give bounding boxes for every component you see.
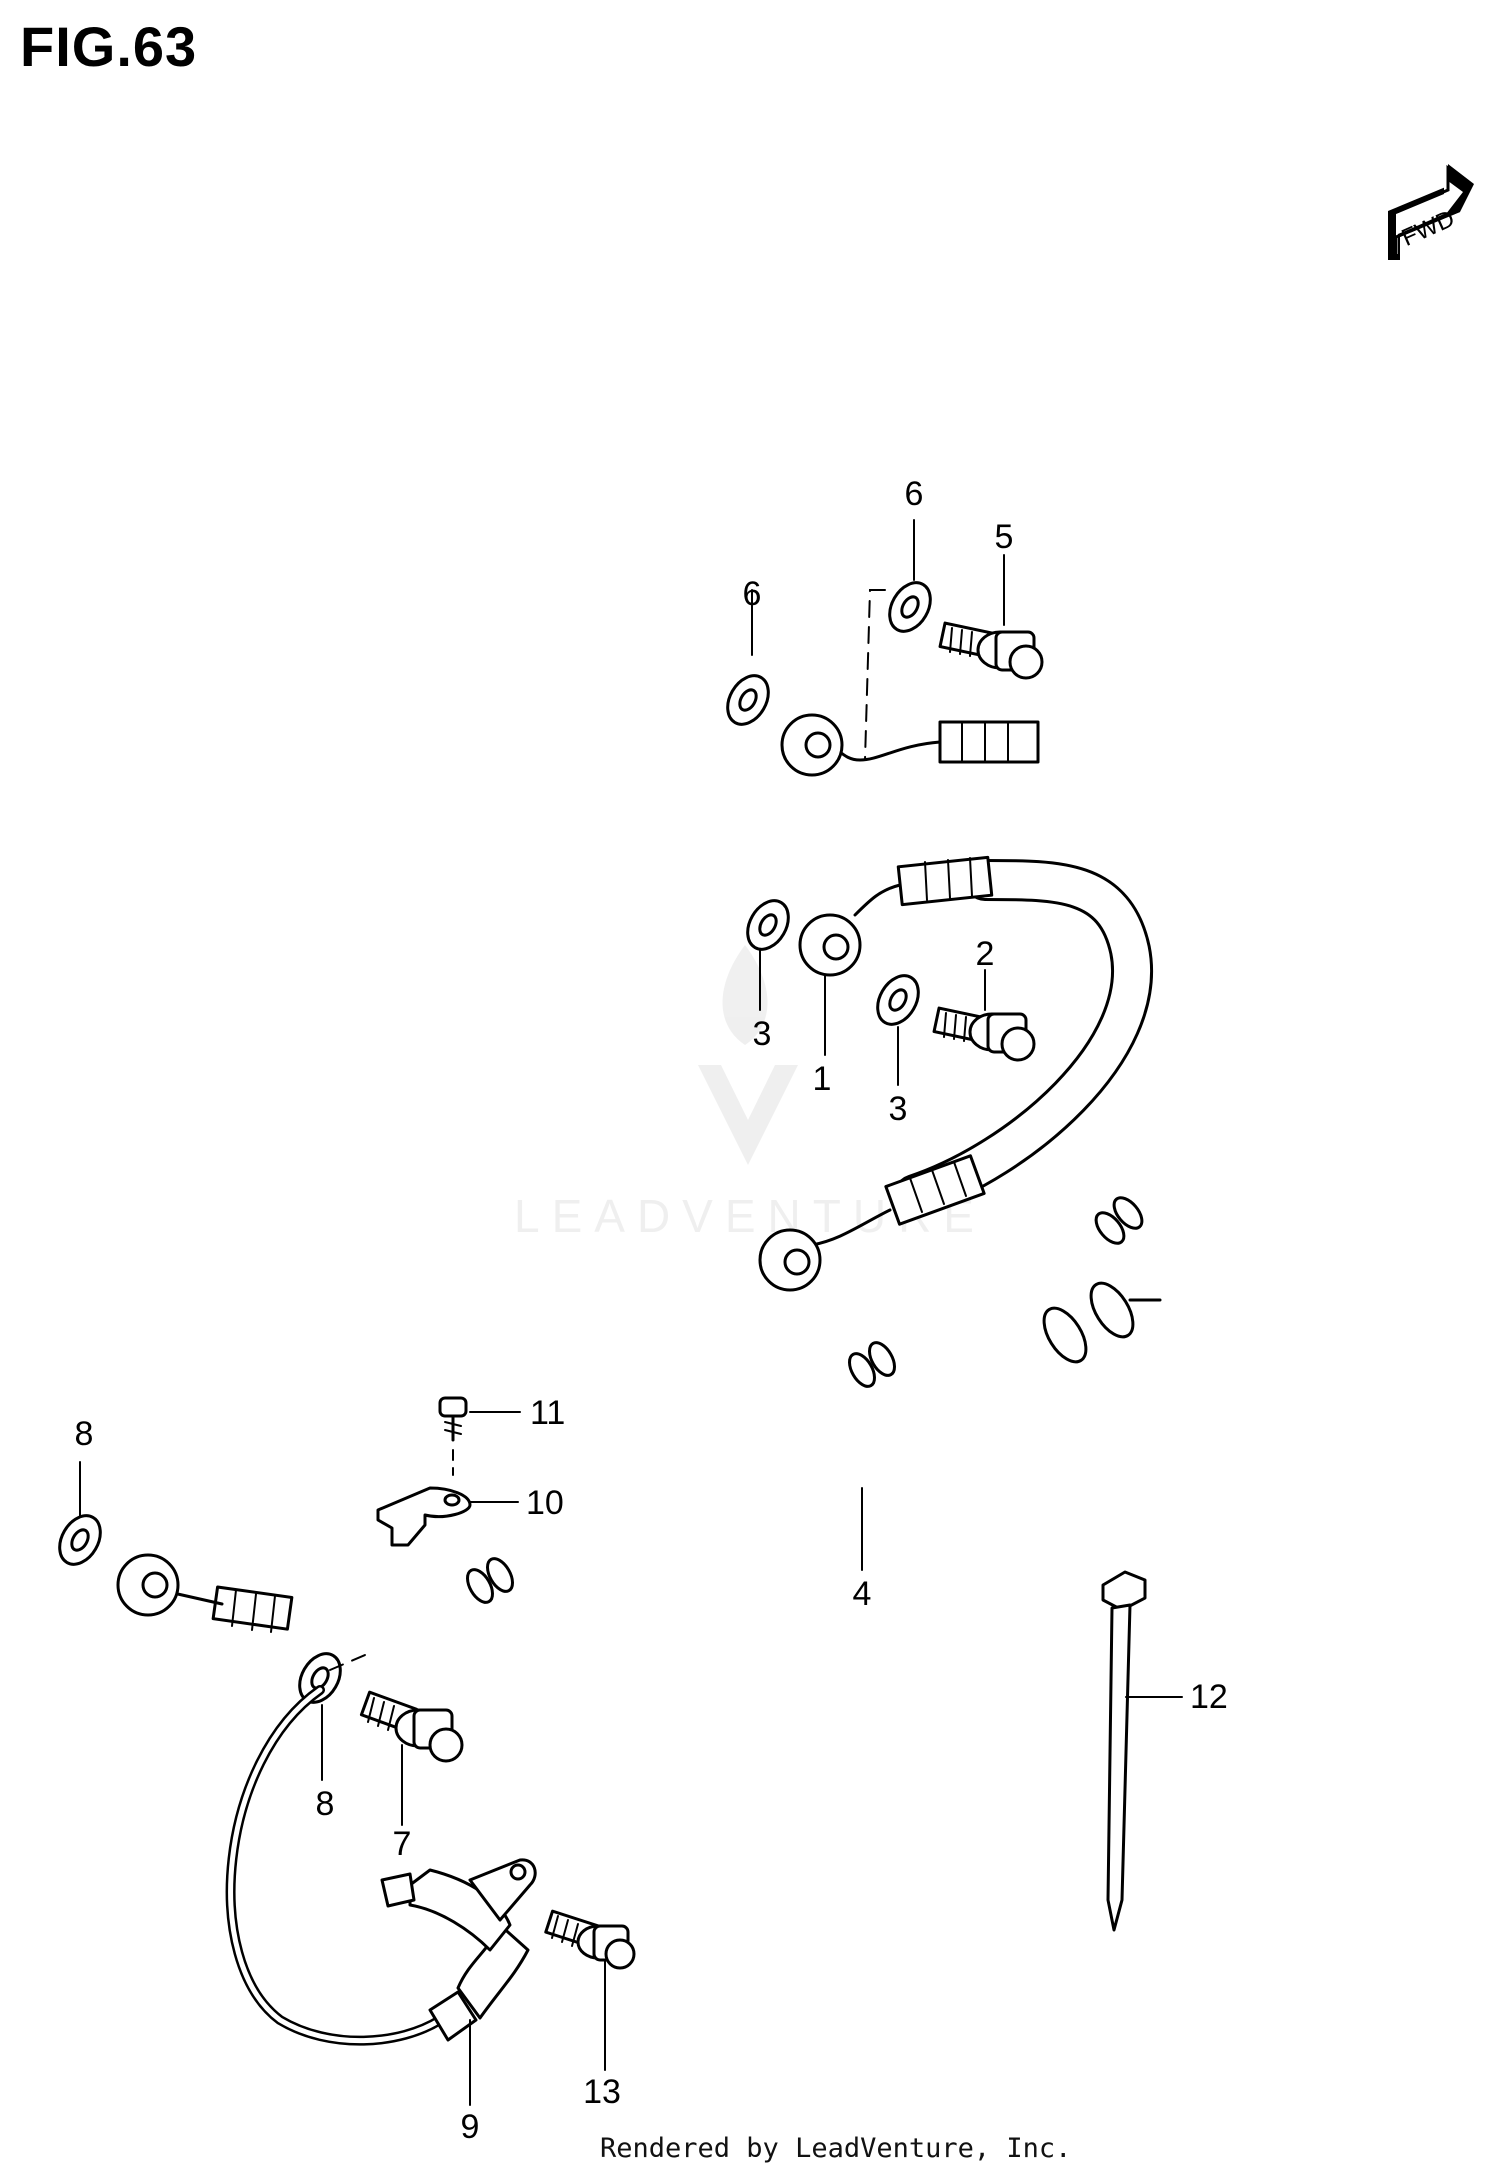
callout-1: 1 (813, 1060, 832, 1098)
cable-grommet-1 (466, 1557, 514, 1604)
leader-lines (79, 519, 1183, 2106)
callout-7: 7 (393, 1825, 412, 1863)
cable-grommet-3 (1094, 1196, 1144, 1245)
callout-4: 4 (853, 1575, 872, 1613)
part-8-washer-a[interactable] (51, 1508, 108, 1571)
part-3-washer-a[interactable] (739, 893, 796, 956)
flame-logo (722, 945, 768, 1045)
callout-8b: 8 (316, 1785, 335, 1823)
callout-6a: 6 (743, 575, 762, 613)
part-4-brake-hose[interactable] (116, 713, 1384, 1660)
callout-12: 12 (1190, 1678, 1228, 1716)
part-10-clamp[interactable] (376, 1486, 472, 1547)
part-6-washer-a[interactable] (719, 668, 776, 731)
callout-10: 10 (526, 1484, 564, 1522)
forward-arrow-icon (1388, 164, 1474, 260)
hose-fitting-left (211, 1585, 294, 1633)
logo-chevron (698, 1065, 798, 1165)
callout-3a: 3 (753, 1015, 772, 1053)
dashed-guide-bottom (329, 1654, 366, 1671)
hose-fitting-top (780, 713, 1040, 777)
cable-grommet-2 (848, 1341, 896, 1388)
callout-labels: 1 2 3 3 4 5 6 6 7 8 8 9 10 11 12 13 (75, 475, 1228, 2146)
callout-9: 9 (461, 2108, 480, 2146)
part-11-screw[interactable] (438, 1396, 468, 1476)
callout-6b: 6 (905, 475, 924, 513)
part-7-bolt[interactable] (359, 1690, 464, 1763)
part-5-bolt[interactable] (938, 621, 1044, 680)
part-12-cable-tie[interactable] (1101, 1570, 1147, 1932)
fwd-badge[interactable]: FWD (1388, 164, 1474, 260)
figure-title: FIG.63 (20, 15, 198, 78)
part-1-fitting-bottom (758, 1154, 986, 1292)
sensor-cable[interactable] (396, 501, 1321, 1624)
callout-2: 2 (976, 935, 995, 973)
part-13-bolt[interactable] (544, 1909, 636, 1970)
part-9-speed-sensor[interactable] (225, 1685, 537, 2046)
dashed-guide-top (864, 589, 886, 761)
part-3-washer-b[interactable] (869, 968, 926, 1031)
part-6-washer-b[interactable] (881, 575, 938, 638)
callout-8a: 8 (75, 1415, 94, 1453)
footer-credit: Rendered by LeadVenture, Inc. (600, 2133, 1072, 2164)
part-2-bolt[interactable] (932, 1006, 1036, 1062)
callout-13: 13 (583, 2073, 621, 2111)
callout-11: 11 (530, 1394, 565, 1432)
part-1-brake-hose[interactable] (758, 855, 1153, 1292)
part-1-fitting-top (798, 855, 994, 977)
banjo-fitting-left (116, 1553, 224, 1617)
callout-5: 5 (995, 518, 1014, 556)
hose-fitting-mid-1 (1042, 1281, 1135, 1364)
callout-3b: 3 (889, 1090, 908, 1128)
